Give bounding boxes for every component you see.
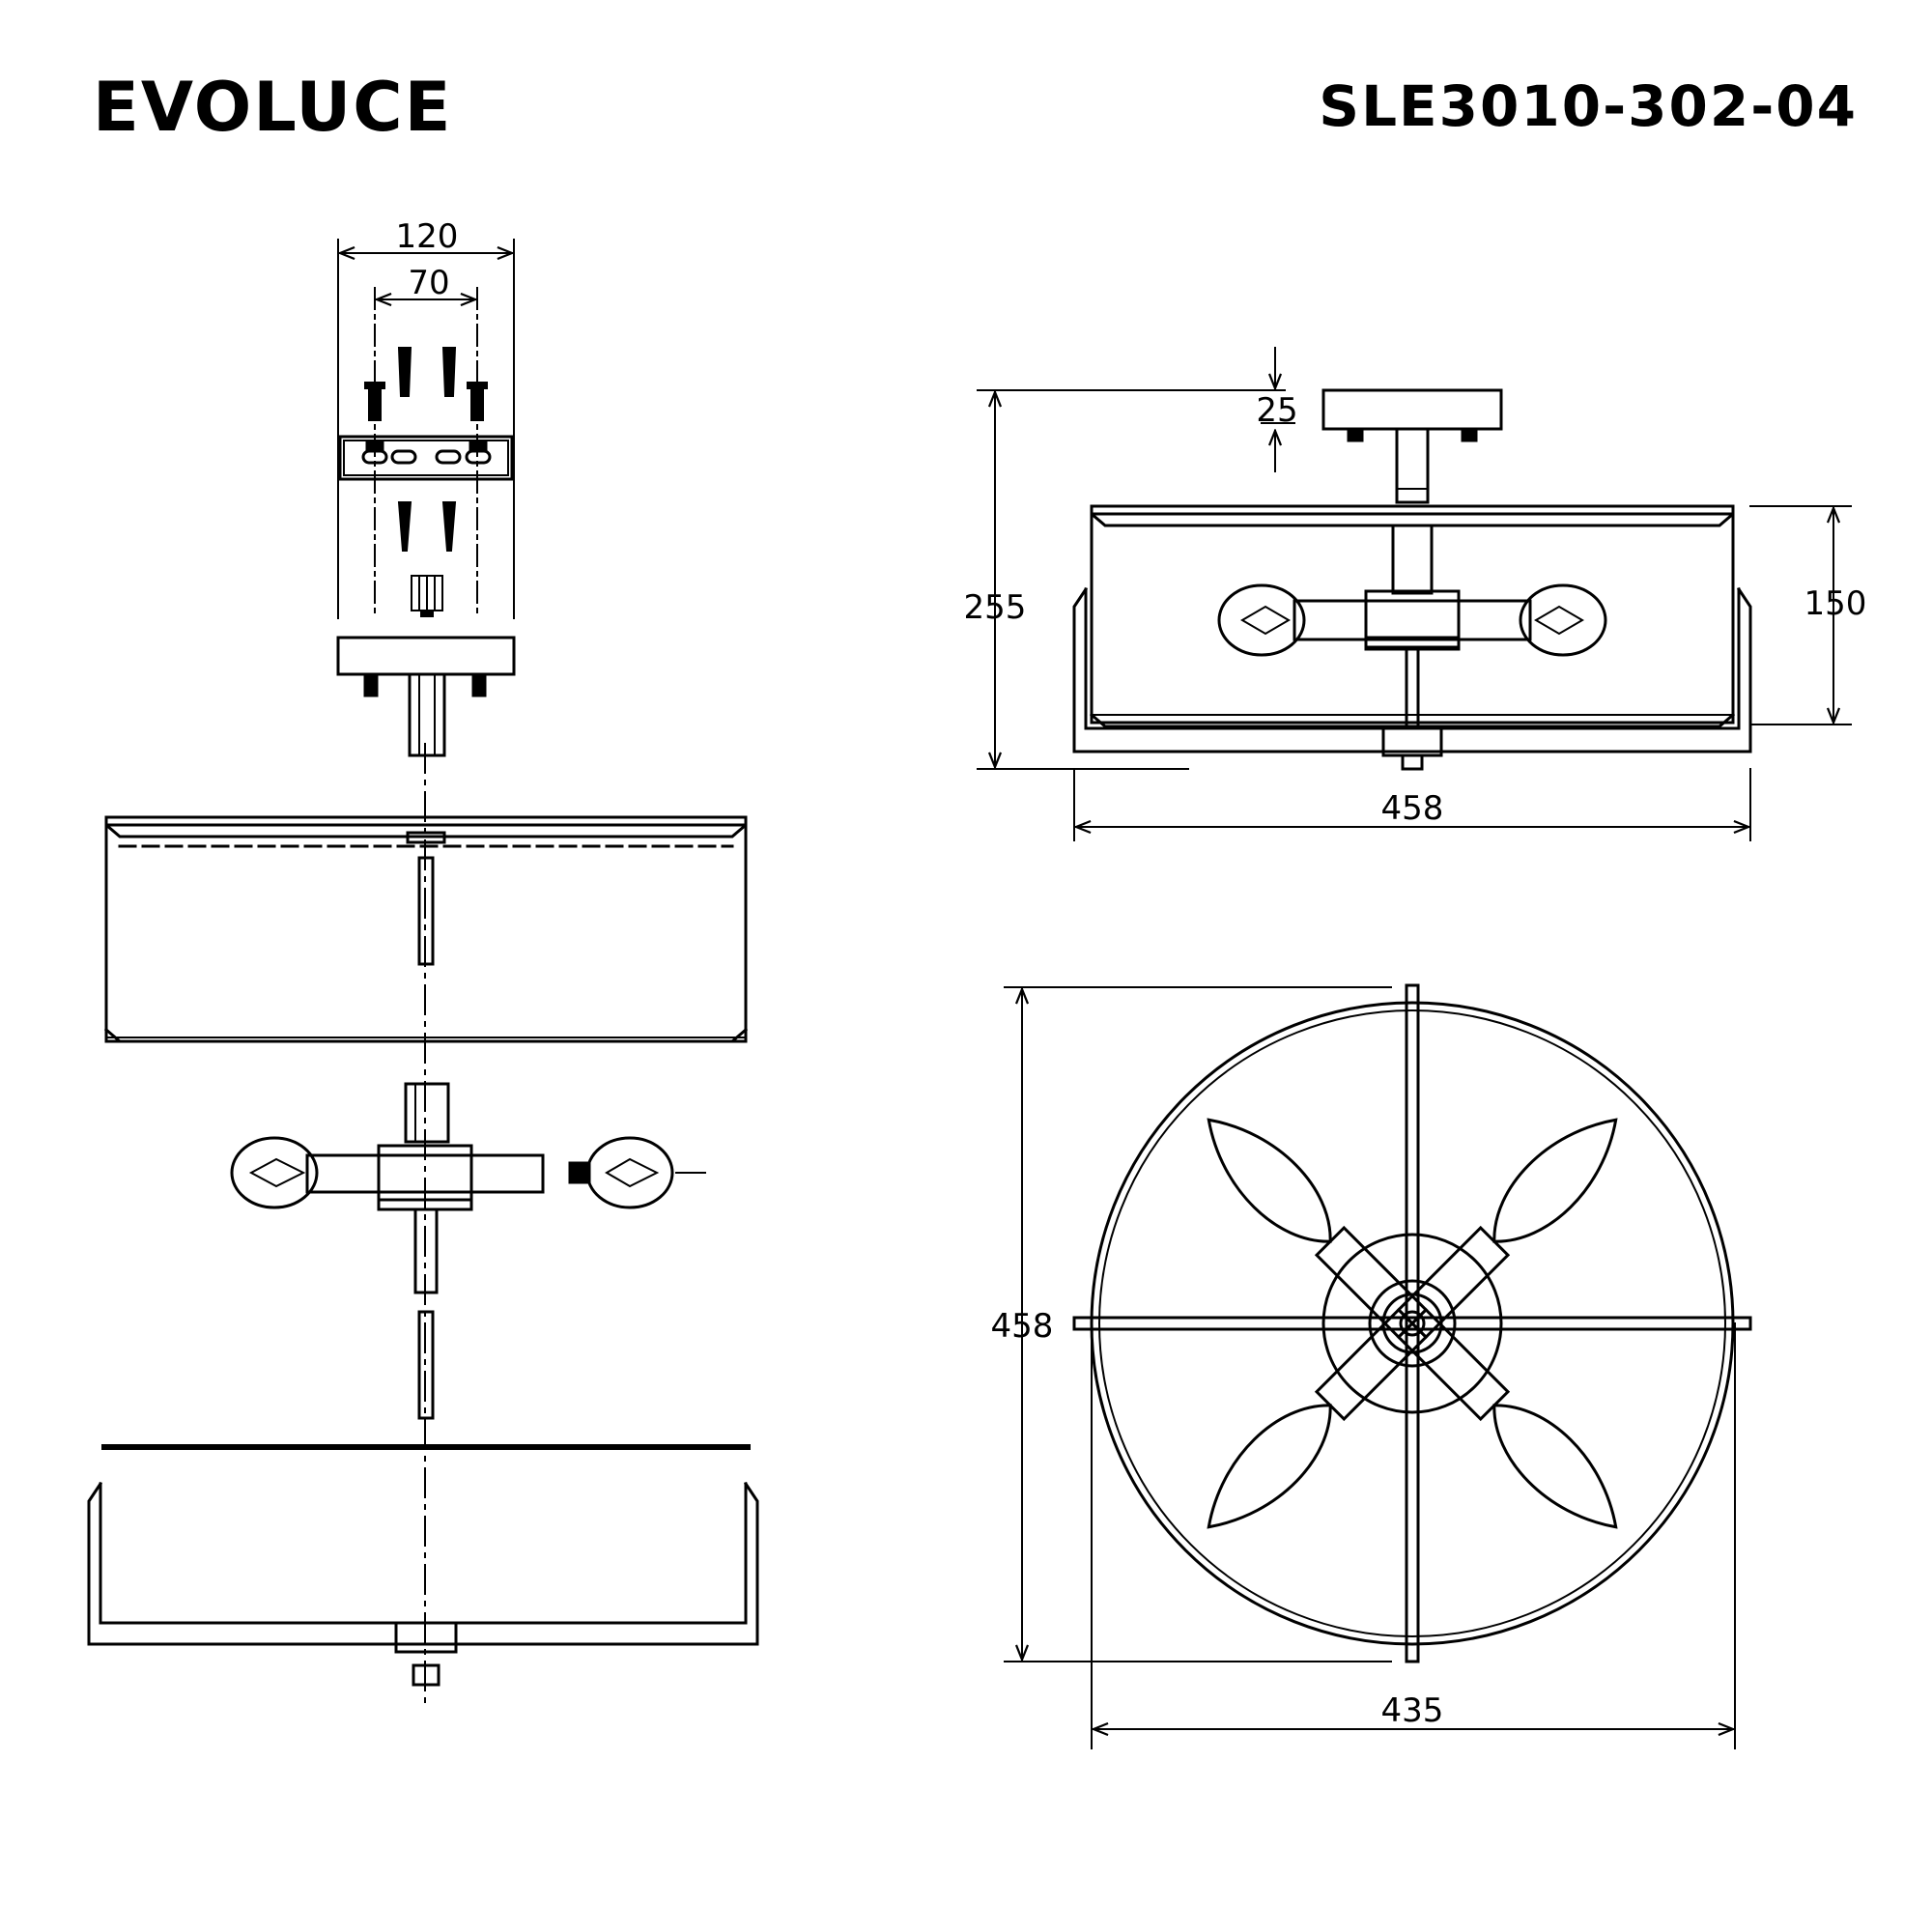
- total-height-label: 255: [964, 588, 1027, 627]
- mounting-bracket: [338, 435, 514, 481]
- side-view: 255 25 150 458: [964, 347, 1867, 841]
- top-height-label: 458: [991, 1307, 1054, 1346]
- shade-height-label: 150: [1804, 584, 1867, 623]
- bracket-spacing-label: 70: [408, 264, 449, 302]
- brand-name: EVOLUCE: [93, 68, 453, 147]
- canopy-height-label: 25: [1256, 391, 1297, 430]
- upper-shade: [103, 815, 749, 1043]
- light-cluster: [230, 1082, 706, 1420]
- bracket-width-label: 120: [396, 217, 459, 256]
- canopy: [336, 636, 516, 757]
- wire-connector: [411, 575, 443, 617]
- exploded-view: 120 70: [87, 217, 759, 1711]
- bracket-dimensions: 120 70: [337, 217, 515, 619]
- side-width-label: 458: [1381, 789, 1444, 828]
- lower-shade: [87, 1444, 759, 1687]
- top-view: 458 435: [991, 983, 1752, 1749]
- top-width-label: 435: [1381, 1691, 1444, 1730]
- model-number: SLE3010-302-04: [1319, 73, 1858, 139]
- mounting-hardware: [364, 347, 488, 552]
